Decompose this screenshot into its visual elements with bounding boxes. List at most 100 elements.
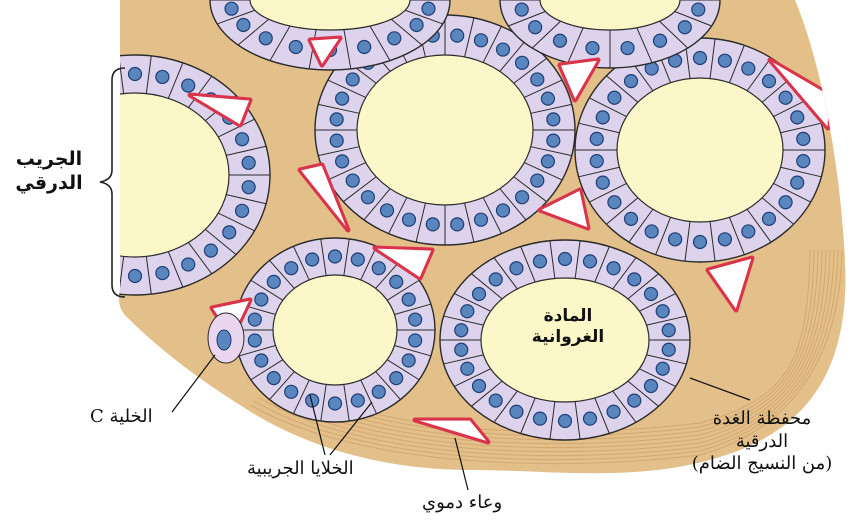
cell-nucleus (628, 394, 641, 407)
cell-nucleus (654, 34, 667, 47)
cell-nucleus (225, 2, 238, 15)
cell-nucleus (351, 394, 364, 407)
cell-nucleus (236, 133, 249, 146)
cell-nucleus (607, 262, 620, 275)
cell-nucleus (586, 42, 599, 55)
cell-nucleus (510, 405, 523, 418)
cell-nucleus (692, 3, 705, 16)
cell-nucleus (267, 275, 280, 288)
cell-nucleus (547, 113, 560, 126)
cell-nucleus (255, 293, 268, 306)
cell-nucleus (656, 362, 669, 375)
cell-nucleus (645, 287, 658, 300)
cell-nucleus (182, 79, 195, 92)
cell-nucleus (34, 111, 47, 124)
cell-nucleus (372, 262, 385, 275)
follicle-label-line2: الدرقي (4, 172, 94, 196)
cell-nucleus (248, 334, 261, 347)
cell-nucleus (645, 225, 658, 238)
follicle-label: الجريب الدرقي (4, 148, 94, 196)
cell-nucleus (426, 218, 439, 231)
cell-nucleus (559, 253, 572, 266)
colloid-label-line2: الغروانية (508, 327, 628, 348)
cell-nucleus (129, 68, 142, 81)
cell-nucleus (608, 91, 621, 104)
cell-nucleus (129, 270, 142, 283)
cell-nucleus (461, 305, 474, 318)
cell-nucleus (255, 354, 268, 367)
cell-nucleus (496, 43, 509, 56)
cell-nucleus (289, 40, 302, 53)
cell-nucleus (762, 212, 775, 225)
cell-nucleus (422, 2, 435, 15)
cell-nucleus (361, 191, 374, 204)
cell-nucleus (533, 255, 546, 268)
colloid (273, 275, 397, 385)
cell-nucleus (531, 73, 544, 86)
cell-nucleus (285, 385, 298, 398)
colloid-label-line1: المادة (508, 306, 628, 327)
cell-nucleus (516, 56, 529, 69)
cell-nucleus (259, 32, 272, 45)
cell-nucleus (590, 132, 603, 145)
cell-nucleus (21, 204, 34, 217)
cell-nucleus (346, 174, 359, 187)
capsule-label-line1: محفظة الغدة (672, 408, 852, 431)
cell-nucleus (402, 213, 415, 226)
cell-nucleus (662, 324, 675, 337)
cell-nucleus (515, 3, 528, 16)
cell-nucleus (204, 244, 217, 257)
cell-nucleus (762, 75, 775, 88)
cell-nucleus (455, 343, 468, 356)
cell-wall (15, 213, 51, 231)
cell-nucleus (797, 155, 810, 168)
cell-nucleus (584, 412, 597, 425)
cell-nucleus (475, 213, 488, 226)
cell-nucleus (718, 54, 731, 67)
cell-nucleus (541, 155, 554, 168)
cell-nucleus (791, 111, 804, 124)
cell-nucleus (694, 52, 707, 65)
cell-nucleus (531, 174, 544, 187)
cell-nucleus (306, 253, 319, 266)
cell-nucleus (547, 134, 560, 147)
colloid-label: المادة الغروانية (508, 306, 628, 349)
cell-nucleus (285, 262, 298, 275)
cell-nucleus (669, 233, 682, 246)
cell-nucleus (718, 233, 731, 246)
cell-nucleus (694, 236, 707, 249)
cell-nucleus (596, 176, 609, 189)
follicular-cells-label: الخلايا الجريبية (247, 458, 354, 481)
cell-nucleus (351, 253, 364, 266)
cell-nucleus (451, 218, 464, 231)
cell-nucleus (237, 19, 250, 32)
cell-nucleus (625, 212, 638, 225)
cell-nucleus (742, 225, 755, 238)
cell-nucleus (516, 191, 529, 204)
cell-nucleus (559, 415, 572, 428)
cell-nucleus (242, 156, 255, 169)
cell-nucleus (156, 70, 169, 83)
cell-nucleus (451, 29, 464, 42)
cell-nucleus (496, 204, 509, 217)
cell-nucleus (409, 313, 422, 326)
cell-nucleus (53, 244, 66, 257)
cell-nucleus (75, 79, 88, 92)
cell-nucleus (242, 181, 255, 194)
cell-nucleus (779, 196, 792, 209)
cell-nucleus (742, 62, 755, 75)
colloid (357, 55, 533, 205)
cell-nucleus (455, 324, 468, 337)
cell-nucleus (267, 372, 280, 385)
cell-nucleus (372, 385, 385, 398)
cell-nucleus (797, 132, 810, 145)
cell-nucleus (656, 305, 669, 318)
cell-nucleus (533, 412, 546, 425)
cell-nucleus (330, 134, 343, 147)
cell-nucleus (156, 267, 169, 280)
cell-nucleus (336, 92, 349, 105)
cell-nucleus (410, 19, 423, 32)
cell-nucleus (590, 155, 603, 168)
c-cell (208, 313, 244, 363)
